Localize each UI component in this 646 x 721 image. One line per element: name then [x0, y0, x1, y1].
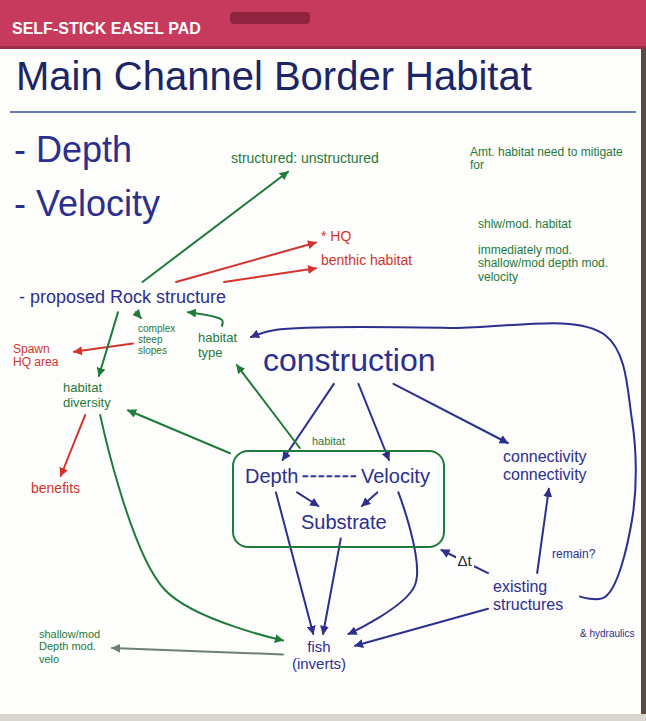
- connector-arrow: [112, 648, 283, 654]
- list-item: - Depth: [14, 130, 132, 170]
- concept-text: Velocity: [358, 462, 433, 490]
- node-text: benthic habitat: [321, 253, 412, 269]
- connector-arrow: [142, 172, 288, 282]
- connector-group: [61, 172, 636, 655]
- title-underline: [10, 111, 636, 113]
- connector-arrow: [136, 312, 141, 318]
- pad-header-band: [0, 0, 646, 48]
- connector-arrow: [99, 312, 118, 376]
- node-text: complex steep slopes: [138, 323, 182, 357]
- node-text: structured: unstructured: [231, 151, 379, 167]
- node-text: Spawn HQ area: [13, 343, 69, 370]
- connector-arrow: [358, 384, 389, 460]
- concept-text: shallow/mod Depth mod. velo: [36, 625, 110, 668]
- diagram-title: Main Channel Border Habitat: [16, 54, 532, 99]
- node-text: habitat type: [198, 331, 246, 360]
- node-text: connectivity connectivity: [503, 448, 601, 484]
- concept-text: structured: unstructured: [228, 148, 382, 170]
- box-heading: habitat: [312, 435, 345, 447]
- note-text: Amt. habitat need to mitigate for: [470, 146, 635, 173]
- node-text: benefits: [31, 481, 80, 497]
- node-text: Depth: [245, 465, 298, 487]
- connector-arrow: [323, 538, 341, 634]
- connector-arrow: [176, 243, 316, 282]
- node-text: * HQ: [321, 229, 351, 245]
- node-text: - proposed Rock structure: [19, 287, 226, 307]
- edge-label: Δt: [456, 553, 474, 570]
- pad-header-text: SELF-STICK EASEL PAD: [12, 20, 201, 38]
- concept-text: habitat type: [195, 328, 249, 363]
- connector-arrow: [74, 344, 133, 352]
- note-text: remain?: [552, 548, 595, 561]
- node-text: habitat diversity: [63, 381, 123, 410]
- node-text: Substrate: [301, 511, 387, 533]
- concept-text: Depth: [242, 462, 301, 490]
- connector-arrow: [303, 475, 356, 477]
- concept-text: fish (inverts): [285, 636, 353, 676]
- node-text: fish (inverts): [288, 639, 350, 673]
- connector-arrow: [362, 492, 377, 506]
- connector-arrow: [61, 415, 85, 476]
- connector-arrow: [224, 268, 316, 282]
- concept-text: Substrate: [298, 508, 390, 536]
- pad-header-edge: [0, 46, 646, 49]
- node-text: construction: [263, 343, 436, 379]
- list-item: - Velocity: [14, 184, 160, 224]
- connector-arrow: [355, 609, 488, 646]
- note-text: & hydraulics: [580, 628, 638, 639]
- connector-arrow: [441, 550, 488, 573]
- habitat-box: habitatDepthVelocitySubstrate: [232, 450, 445, 548]
- note-text: immediately mod. shallow/mod depth mod. …: [478, 244, 628, 284]
- paper-right-shadow: [641, 48, 646, 721]
- concept-text: * HQ: [318, 226, 354, 248]
- concept-text: Spawn HQ area: [10, 340, 72, 373]
- node-text: shallow/mod Depth mod. velo: [39, 628, 107, 665]
- concept-text: construction: [260, 340, 439, 382]
- paper-bottom-edge: [0, 714, 646, 721]
- connector-arrow: [283, 384, 334, 460]
- node-text: Velocity: [361, 465, 430, 487]
- concept-text: connectivity connectivity: [500, 445, 604, 487]
- note-text: shlw/mod. habitat: [478, 218, 628, 231]
- pad-handle-slot: [230, 12, 310, 24]
- concept-text: - proposed Rock structure: [16, 284, 229, 310]
- concept-text: complex steep slopes: [135, 320, 185, 360]
- concept-text: habitat diversity: [60, 378, 126, 413]
- connector-arrow: [394, 384, 508, 443]
- connector-arrow: [297, 492, 318, 506]
- concept-text: benthic habitat: [318, 250, 415, 272]
- connector-arrow: [100, 415, 283, 640]
- node-text: existing structures: [493, 578, 575, 614]
- connector-arrow: [188, 312, 223, 326]
- connector-arrow: [537, 489, 549, 573]
- connector-arrow: [128, 410, 230, 453]
- concept-text: existing structures: [490, 575, 578, 617]
- concept-text: benefits: [28, 478, 83, 500]
